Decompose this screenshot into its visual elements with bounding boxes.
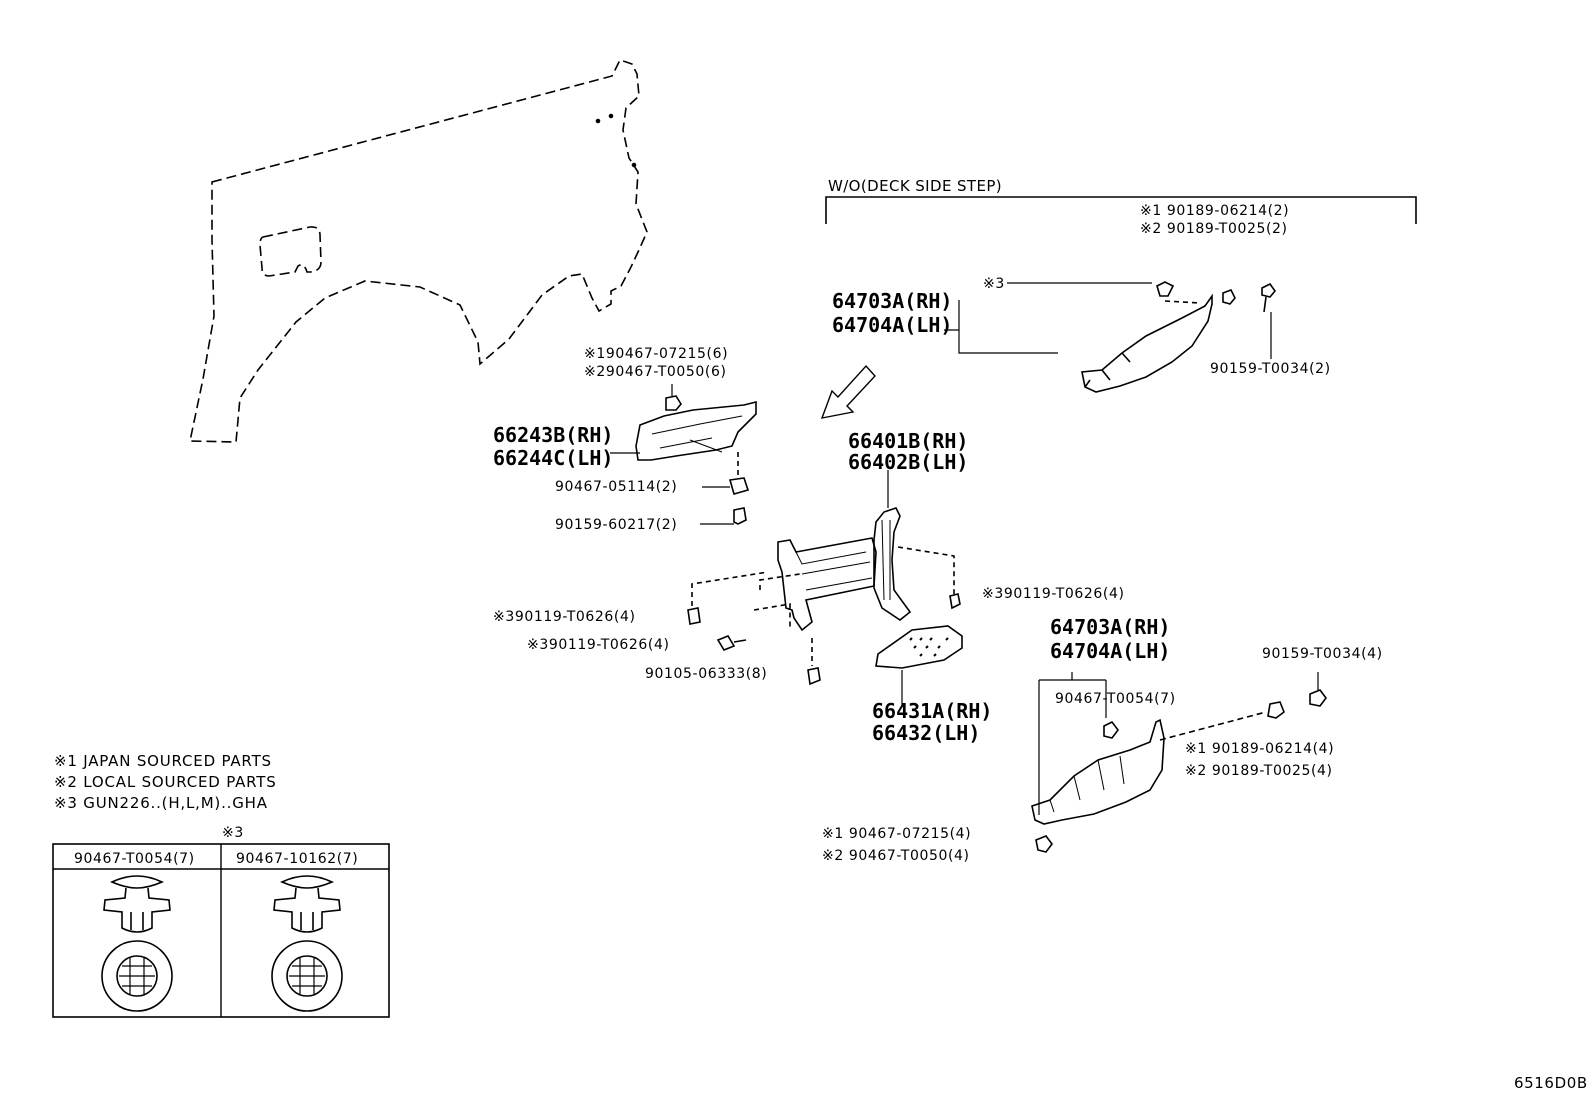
upper-step-trim [1081, 281, 1277, 393]
bracket-clip-japan-label: ※190467-07215(6) [584, 346, 729, 362]
frame-bolt-right-label: ※390119-T0626(4) [982, 586, 1125, 602]
direction-arrow-icon [820, 364, 876, 419]
step-plate-lh-label: 66432(LH) [872, 721, 981, 745]
panel-hole [631, 162, 637, 168]
leader-upper-step [944, 300, 1058, 354]
lower-step-lh-label: 64704A(LH) [1050, 639, 1171, 663]
lower-bolt-label: 90159-T0034(4) [1262, 646, 1383, 662]
lower-clip-local-label: ※2 90189-T0025(4) [1185, 763, 1333, 779]
frame-bolt-left-1-label: ※390119-T0626(4) [493, 609, 636, 625]
bracket-lh-label: 66244C(LH) [493, 446, 614, 470]
marker-3-label: ※3 [983, 276, 1005, 292]
section-title: W/O(DECK SIDE STEP) [828, 177, 1003, 195]
upper-clip-japan-label: ※1 90189-06214(2) [1140, 203, 1290, 219]
lower-step-clip-label: 90467-T0054(7) [1055, 691, 1176, 707]
clip-drawing-2 [271, 875, 343, 1012]
frame-rh-label: 66401B(RH) [848, 429, 969, 453]
upper-step-lh-label: 64704A(LH) [832, 313, 953, 337]
lower-fastener-local-label: ※2 90467-T0050(4) [822, 848, 970, 864]
bracket-bolt-label: 90159-60217(2) [555, 517, 678, 533]
note-model-applicability: ※3 GUN226..(H,L,M)..GHA [54, 794, 268, 812]
clip-table-col-1-header: 90467-T0054(7) [74, 851, 195, 867]
diagram-code: 6516D0B [1514, 1074, 1588, 1092]
bracket-clip-b-label: 90467-05114(2) [555, 479, 678, 495]
upper-clip-local-label: ※2 90189-T0025(2) [1140, 221, 1288, 237]
frame-bolt-left-2-label: ※390119-T0626(4) [527, 637, 670, 653]
quarter-panel-outline [189, 59, 648, 443]
section-bracket [825, 196, 1417, 224]
frame-lh-label: 66402B(LH) [848, 450, 969, 474]
bracket-clip-local-label: ※290467-T0050(6) [584, 364, 727, 380]
lower-fastener-japan-label: ※1 90467-07215(4) [822, 826, 972, 842]
lower-clip-japan-label: ※1 90189-06214(4) [1185, 741, 1335, 757]
step-frame-assembly [687, 507, 961, 686]
panel-hole [595, 118, 601, 124]
clip-drawing-1 [101, 875, 173, 1012]
mounting-bracket [635, 395, 757, 525]
upper-step-rh-label: 64703A(RH) [832, 289, 953, 313]
leader-lower-step [1038, 672, 1107, 815]
bracket-rh-label: 66243B(RH) [493, 423, 614, 447]
note-local-sourced: ※2 LOCAL SOURCED PARTS [54, 773, 277, 791]
upper-bolt-label: 90159-T0034(2) [1210, 361, 1331, 377]
note-japan-sourced: ※1 JAPAN SOURCED PARTS [54, 752, 272, 770]
clip-table [52, 843, 390, 1018]
panel-hole [608, 113, 614, 119]
step-plate-rh-label: 66431A(RH) [872, 699, 993, 723]
lower-step-trim [1031, 689, 1327, 853]
clip-table-marker: ※3 [222, 825, 244, 841]
frame-bolt-bottom-label: 90105-06333(8) [645, 666, 768, 682]
clip-table-col-2-header: 90467-10162(7) [236, 851, 359, 867]
step-plate [875, 625, 963, 669]
lower-step-rh-label: 64703A(RH) [1050, 615, 1171, 639]
